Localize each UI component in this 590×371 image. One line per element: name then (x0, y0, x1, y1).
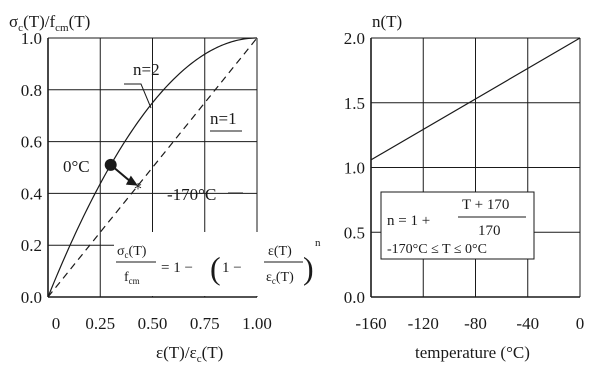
right-grid (370, 37, 581, 298)
svg-text:(: ( (210, 250, 221, 286)
right-y-tick-label: 1.5 (344, 94, 365, 113)
left-y-tick-label: 0.4 (21, 184, 43, 203)
left-y-tick-label: 0.0 (21, 288, 42, 307)
left-y-tick-label: 0.6 (21, 133, 42, 152)
series-label-n1: n=1 (210, 109, 237, 128)
left-y-tick-label: 0.2 (21, 236, 42, 255)
svg-text:-170°C ≤ T ≤ 0°C: -170°C ≤ T ≤ 0°C (387, 242, 487, 257)
left-series: ∗ (47, 37, 258, 298)
right-y-tick-label: 1.0 (344, 159, 365, 178)
left-x-tick-label: 0.75 (190, 314, 220, 333)
left-formula: σc(T) fcm = 1 − ( 1 − ε(T) εc(T) ) n (114, 232, 322, 296)
svg-text:n = 1 +: n = 1 + (387, 213, 430, 229)
series-label-n2: n=2 (133, 60, 160, 79)
svg-text:): ) (303, 250, 314, 286)
right-series-line-0 (370, 37, 581, 161)
right-formula: n = 1 + T + 170 170 -170°C ≤ T ≤ 0°C (380, 191, 535, 260)
svg-text:εc(T): εc(T) (266, 270, 294, 286)
right-x-tick-label: 0 (576, 314, 585, 333)
svg-text:1 −: 1 − (222, 260, 242, 276)
svg-text:σc(T): σc(T) (117, 244, 147, 260)
right-series (370, 37, 581, 161)
svg-text:ε(T): ε(T) (268, 244, 292, 259)
svg-text:T + 170: T + 170 (462, 197, 509, 213)
series-label-n2-leader (124, 83, 152, 109)
left-x-tick-label: 1.00 (242, 314, 272, 333)
right-y-tick-label: 2.0 (344, 29, 365, 48)
right-x-axis-label: temperature (°C) (415, 343, 530, 362)
annotation-minus170c-marker: ∗ (133, 180, 143, 195)
left-y-tick-label: 0.8 (21, 81, 42, 100)
right-y-tick-label: 0.0 (344, 288, 365, 307)
left-y-axis-label: σc(T)/fcm(T) (9, 12, 90, 34)
left-chart: σc(T)/fcm(T) 0.0 0.2 0.4 0.6 0.8 1.0 0 0.25 0.5… (9, 12, 322, 365)
right-chart: n(T) 0.0 0.5 1.0 1.5 2.0 -160 -120 -80 -40 0 tem… (344, 12, 585, 362)
left-x-tick-labels: 0 0.25 0.50 0.75 1.00 (52, 314, 272, 333)
svg-text:= 1 −: = 1 − (161, 260, 193, 276)
left-x-tick-label: 0.25 (85, 314, 115, 333)
right-y-tick-labels: 0.0 0.5 1.0 1.5 2.0 (344, 29, 365, 307)
right-y-axis-label: n(T) (372, 12, 402, 31)
annotation-minus170c: -170°C (167, 185, 216, 204)
right-x-tick-label: -120 (408, 314, 439, 333)
left-y-tick-labels: 0.0 0.2 0.4 0.6 0.8 1.0 (21, 29, 43, 307)
annotation-0c: 0°C (63, 157, 90, 176)
left-series-line-1 (47, 37, 258, 298)
annotation-arrow (110, 164, 133, 184)
right-y-tick-label: 0.5 (344, 223, 365, 242)
svg-text:n: n (315, 237, 321, 249)
left-x-tick-label: 0 (52, 314, 61, 333)
right-x-tick-label: -80 (464, 314, 487, 333)
left-x-axis-label: ε(T)/εc(T) (156, 343, 223, 365)
left-series-line-0 (47, 37, 258, 298)
left-x-tick-label: 0.50 (138, 314, 168, 333)
left-y-tick-label: 1.0 (21, 29, 42, 48)
svg-text:170: 170 (478, 223, 501, 239)
annotation-arrowhead (125, 175, 138, 186)
right-x-tick-label: -160 (355, 314, 386, 333)
right-x-tick-labels: -160 -120 -80 -40 0 (355, 314, 584, 333)
right-x-tick-label: -40 (516, 314, 539, 333)
svg-text:fcm: fcm (124, 270, 140, 286)
